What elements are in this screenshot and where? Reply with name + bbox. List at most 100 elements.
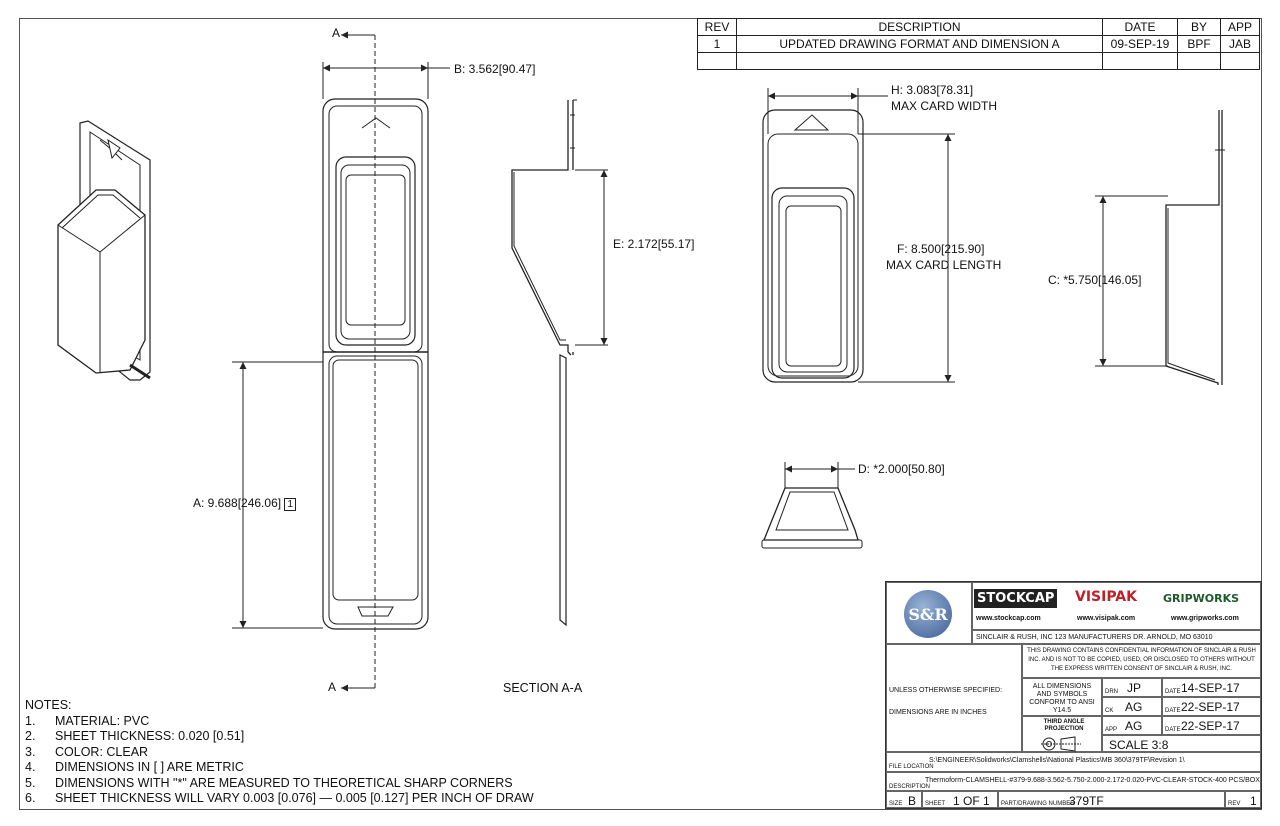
checked-date: 22-SEP-17	[1181, 700, 1240, 714]
approved-date-cell: DATE 22-SEP-17	[1162, 716, 1261, 735]
projection-cell: THIRD ANGLE PROJECTION	[1022, 716, 1102, 752]
dimension-h-label: H: 3.083[78.31]	[891, 83, 974, 97]
logo-cell: S&R	[886, 582, 972, 644]
sr-logo-text: S&R	[908, 604, 948, 624]
app-label: APP	[1105, 727, 1118, 733]
dimension-e-lines	[575, 169, 608, 346]
card-front-view	[762, 109, 864, 383]
dimension-c-lines	[1095, 195, 1168, 367]
address-cell: SINCLAIR & RUSH, INC 123 MANUFACTURERS D…	[972, 630, 1261, 644]
front-view	[322, 31, 429, 692]
chk-date-label: DATE	[1165, 708, 1181, 714]
note-item: 4.DIMENSIONS IN [ ] ARE METRIC	[25, 760, 244, 774]
revision-table: REV DESCRIPTION DATE BY APP 1 UPDATED DR…	[697, 18, 1260, 70]
stockcap-logo: STOCKCAP	[974, 589, 1058, 608]
drn-date-label: DATE	[1165, 689, 1181, 695]
brand-cell: STOCKCAP VISIPAK GRIPWORKS www.stockcap.…	[972, 582, 1261, 630]
drawing-border	[19, 18, 1262, 810]
dims-in-inches: DIMENSIONS ARE IN INCHES	[889, 709, 987, 716]
title-block: S&R STOCKCAP VISIPAK GRIPWORKS www.stock…	[885, 581, 1262, 809]
dimension-a-value: A: 9.688[246.06]	[193, 496, 282, 510]
size-cell: SIZE B	[886, 791, 922, 808]
dimension-a-note-ref: 1	[284, 498, 296, 511]
dimension-a-label: A: 9.688[246.06] 1	[193, 496, 296, 511]
dimension-b-label: B: 3.562[90.47]	[454, 62, 536, 76]
section-label: SECTION A-A	[503, 681, 583, 695]
rev-header-app: APP	[1220, 18, 1260, 36]
stockcap-url: www.stockcap.com	[976, 615, 1041, 622]
ansi-note: ALL DIMENSIONS AND SYMBOLS CONFORM TO AN…	[1029, 683, 1095, 714]
rev: 1	[1250, 794, 1257, 808]
company-address: SINCLAIR & RUSH, INC 123 MANUFACTURERS D…	[976, 634, 1213, 641]
ansi-cell: ALL DIMENSIONS AND SYMBOLS CONFORM TO AN…	[1022, 678, 1102, 716]
confidential-cell: THIS DRAWING CONTAINS CONFIDENTIAL INFOR…	[1022, 644, 1261, 678]
visipak-url: www.visipak.com	[1077, 615, 1136, 622]
drawn-date-cell: DATE 14-SEP-17	[1162, 678, 1261, 697]
description-cell: DESCRIPTION Thermoform-CLAMSHELL-#379-9.…	[886, 772, 1261, 791]
sheet: 1 OF 1	[953, 794, 990, 808]
section-marker-top: A	[332, 26, 341, 40]
dimension-d-label: D: *2.000[50.80]	[858, 462, 945, 476]
section-view	[511, 99, 577, 627]
dimension-b-lines	[322, 62, 450, 99]
approved-by-cell: APP AG	[1102, 716, 1162, 735]
dimension-f-lines	[858, 133, 955, 383]
size-label: SIZE	[889, 801, 903, 807]
file-location: S:\ENGINEER\Solidworks\Clamshells\Nation…	[929, 757, 1185, 764]
dimension-f-sublabel: MAX CARD LENGTH	[886, 258, 1002, 272]
size: B	[908, 794, 917, 808]
rev-label: REV	[1228, 801, 1241, 807]
sheet-label: SHEET	[925, 801, 946, 807]
unless-specified: UNLESS OTHERWISE SPECIFIED:	[889, 687, 1003, 694]
checked-date-cell: DATE 22-SEP-17	[1162, 697, 1261, 716]
dimension-e-label: E: 2.172[55.17]	[613, 237, 695, 251]
dimension-c-label: C: *5.750[146.05]	[1048, 273, 1142, 287]
notes-title: NOTES:	[25, 698, 72, 712]
gripworks-url: www.gripworks.com	[1171, 615, 1239, 622]
visipak-logo: VISIPAK	[1075, 589, 1137, 605]
notes-block: NOTES: 1.MATERIAL: PVC 2.SHEET THICKNESS…	[25, 698, 534, 807]
dimension-h-lines	[767, 88, 888, 134]
d-detail-view	[761, 462, 863, 549]
drn-label: DRN	[1105, 689, 1118, 695]
note-item: 1.MATERIAL: PVC	[25, 713, 150, 728]
app-date-label: DATE	[1165, 727, 1181, 733]
tolerance-cell: UNLESS OTHERWISE SPECIFIED: DIMENSIONS A…	[886, 644, 1022, 752]
card-side-view	[1165, 110, 1225, 385]
section-marker-bottom: A	[328, 680, 337, 694]
approved-date: 22-SEP-17	[1181, 719, 1240, 733]
scale: SCALE 3:8	[1109, 738, 1169, 752]
part-number: 379TF	[1069, 794, 1104, 808]
dimension-h-sublabel: MAX CARD WIDTH	[891, 99, 997, 113]
gripworks-logo: GRIPWORKS	[1163, 592, 1240, 605]
note-item: 6.SHEET THICKNESS WILL VARY 0.003 [0.076…	[25, 791, 534, 805]
note-item: 2.SHEET THICKNESS: 0.020 [0.51]	[25, 729, 245, 743]
confidential-text: THIS DRAWING CONTAINS CONFIDENTIAL INFOR…	[1027, 648, 1256, 672]
approved-by: AG	[1125, 719, 1143, 733]
dimension-f-label: F: 8.500[215.90]	[897, 242, 985, 256]
note-item: 5.DIMENSIONS WITH "*" ARE MEASURED TO TH…	[25, 775, 513, 790]
isometric-view	[57, 120, 151, 381]
drawn-by: JP	[1127, 681, 1142, 695]
description-label: DESCRIPTION	[889, 784, 931, 790]
chk-label: CK	[1105, 708, 1114, 714]
rev-cell-app: JAB	[1220, 35, 1260, 53]
part-number-cell: PART/DRAWING NUMBER 379TF	[998, 791, 1225, 808]
drawn-date: 14-SEP-17	[1181, 681, 1240, 695]
rev-cell: REV 1	[1225, 791, 1261, 808]
part-number-label: PART/DRAWING NUMBER	[1001, 801, 1075, 807]
file-location-label: FILE LOCATION	[889, 764, 934, 770]
sr-logo: S&R	[904, 590, 952, 638]
scale-cell: SCALE 3:8	[1102, 735, 1261, 752]
sheet-cell: SHEET 1 OF 1	[922, 791, 998, 808]
third-angle-projection-icon	[1041, 736, 1081, 752]
checked-by: AG	[1125, 700, 1143, 714]
description: Thermoform-CLAMSHELL-#379-9.688-3.562-5.…	[925, 777, 1260, 784]
note-item: 3.COLOR: CLEAR	[25, 744, 149, 759]
checked-by-cell: CK AG	[1102, 697, 1162, 716]
third-angle-label: THIRD ANGLE PROJECTION	[1043, 719, 1085, 732]
dimension-a-lines	[232, 361, 323, 629]
drawn-by-cell: DRN JP	[1102, 678, 1162, 697]
file-location-cell: FILE LOCATION S:\ENGINEER\Solidworks\Cla…	[886, 752, 1261, 772]
